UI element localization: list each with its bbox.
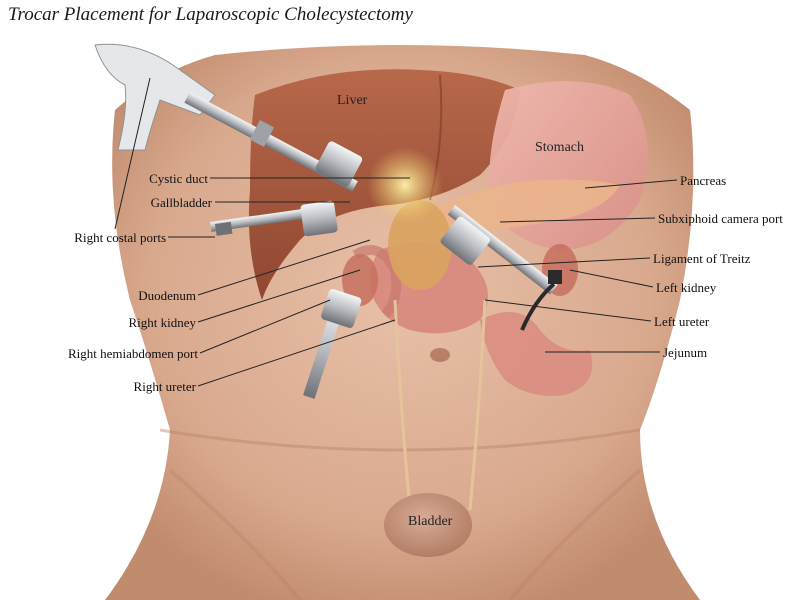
right-costal-port-upper: [94, 43, 363, 192]
right-hemiabdomen-port-label: Right hemiabdomen port: [68, 346, 198, 361]
stomach-label: Stomach: [535, 140, 584, 155]
subxiphoid-camera-port-label: Subxiphoid camera port: [658, 211, 783, 226]
pancreas-organ: [430, 179, 620, 235]
right-costal-port-lower: [210, 200, 338, 237]
right-costal-ports-label: Right costal ports: [74, 230, 166, 245]
bladder-organ: [384, 493, 472, 557]
diagram-title: Trocar Placement for Laparoscopic Cholec…: [8, 4, 413, 25]
right-kidney-label: Right kidney: [128, 315, 196, 330]
gallbladder-label: Gallbladder: [150, 195, 212, 210]
bladder-label: Bladder: [408, 514, 453, 529]
right-ureter-label: Right ureter: [133, 379, 196, 394]
subxiphoid-camera-port: [440, 205, 562, 331]
pancreas-label: Pancreas: [680, 173, 727, 188]
left-ureter-label: Left ureter: [654, 314, 710, 329]
right-ureter-vessel: [393, 299, 412, 511]
duodenum-label: Duodenum: [138, 288, 196, 303]
ligament-of-treitz-label: Ligament of Treitz: [653, 251, 751, 266]
jejunum-label: Jejunum: [663, 345, 708, 360]
left-ureter-vessel: [468, 299, 487, 511]
cystic-duct-label: Cystic duct: [149, 171, 208, 186]
right-kidney-organ: [342, 254, 378, 306]
leader-lines: [114, 77, 678, 387]
right-hemiabdomen-port: [303, 289, 362, 399]
liver-label: Liver: [337, 93, 368, 108]
left-kidney-label: Left kidney: [656, 280, 717, 295]
navel: [430, 348, 450, 362]
